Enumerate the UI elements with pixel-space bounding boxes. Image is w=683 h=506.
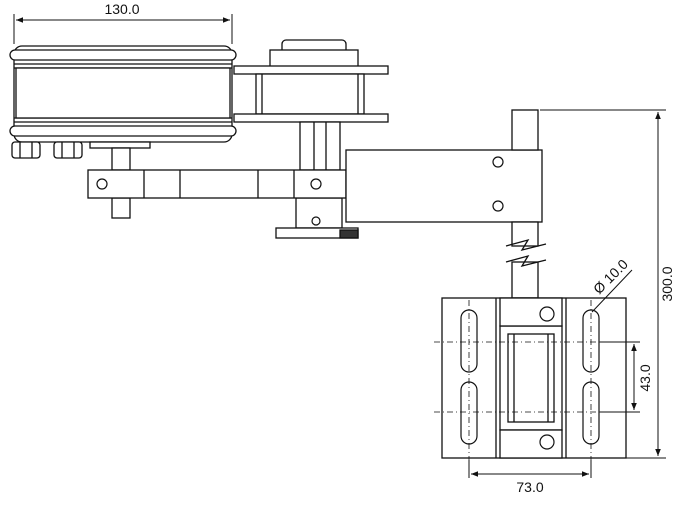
dimension-lines bbox=[13, 14, 666, 478]
bolt-holes bbox=[96, 156, 555, 450]
pulley-nuts bbox=[11, 141, 151, 159]
dim-hole-diameter: Ø 10.0 bbox=[590, 256, 631, 297]
vertical-post bbox=[505, 109, 547, 299]
horizontal-arm bbox=[87, 169, 365, 199]
large-pulley bbox=[9, 45, 237, 143]
dim-total-height: 300.0 bbox=[659, 266, 675, 301]
small-pulley bbox=[233, 39, 389, 123]
dim-base-width: 73.0 bbox=[516, 479, 543, 495]
center-lines bbox=[434, 300, 628, 470]
dim-top-width: 130.0 bbox=[104, 1, 139, 17]
clamp-block bbox=[345, 149, 543, 223]
dim-slot-spacing: 43.0 bbox=[637, 364, 653, 391]
